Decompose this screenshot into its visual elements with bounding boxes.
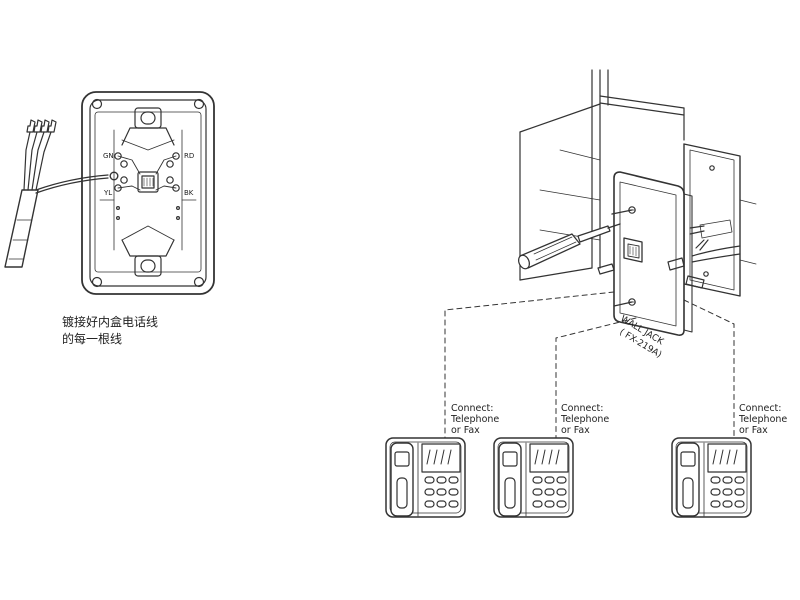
- connect-note-1: Connect: Telephone or Fax: [451, 403, 499, 436]
- connection-lines: [444, 291, 735, 439]
- connect-note-2-line-2: Telephone: [561, 414, 610, 425]
- terminal-label-gn: GN: [103, 152, 114, 160]
- terminal-label-yl: YL: [103, 189, 112, 197]
- instruction-text-line-2: 的每一根线: [62, 332, 123, 346]
- connect-note-3-line-1: Connect:: [739, 403, 782, 414]
- telephone-3: [671, 437, 752, 518]
- wall-plate-back: [81, 91, 215, 295]
- connect-note-1-line-3: or Fax: [451, 425, 480, 436]
- connect-note-2: Connect: Telephone or Fax: [561, 403, 609, 436]
- connect-note-3-line-3: or Fax: [739, 425, 768, 436]
- instruction-text-line-1: 镀接好内盒电话线: [62, 315, 159, 329]
- telephone-2: [493, 437, 574, 518]
- connect-note-1-line-2: Telephone: [451, 414, 500, 425]
- telephone-1: [385, 437, 466, 518]
- connect-note-3: Connect: Telephone or Fax: [739, 403, 787, 436]
- connect-note-2-line-1: Connect:: [561, 403, 604, 414]
- wall-jack-device: [518, 171, 741, 336]
- cable-wires: [4, 119, 109, 268]
- connect-note-1-line-1: Connect:: [451, 403, 494, 414]
- connect-note-3-line-2: Telephone: [739, 414, 788, 425]
- terminal-label-rd: RD: [184, 152, 194, 160]
- connect-note-2-line-3: or Fax: [561, 425, 590, 436]
- terminal-label-bk: BK: [184, 189, 194, 197]
